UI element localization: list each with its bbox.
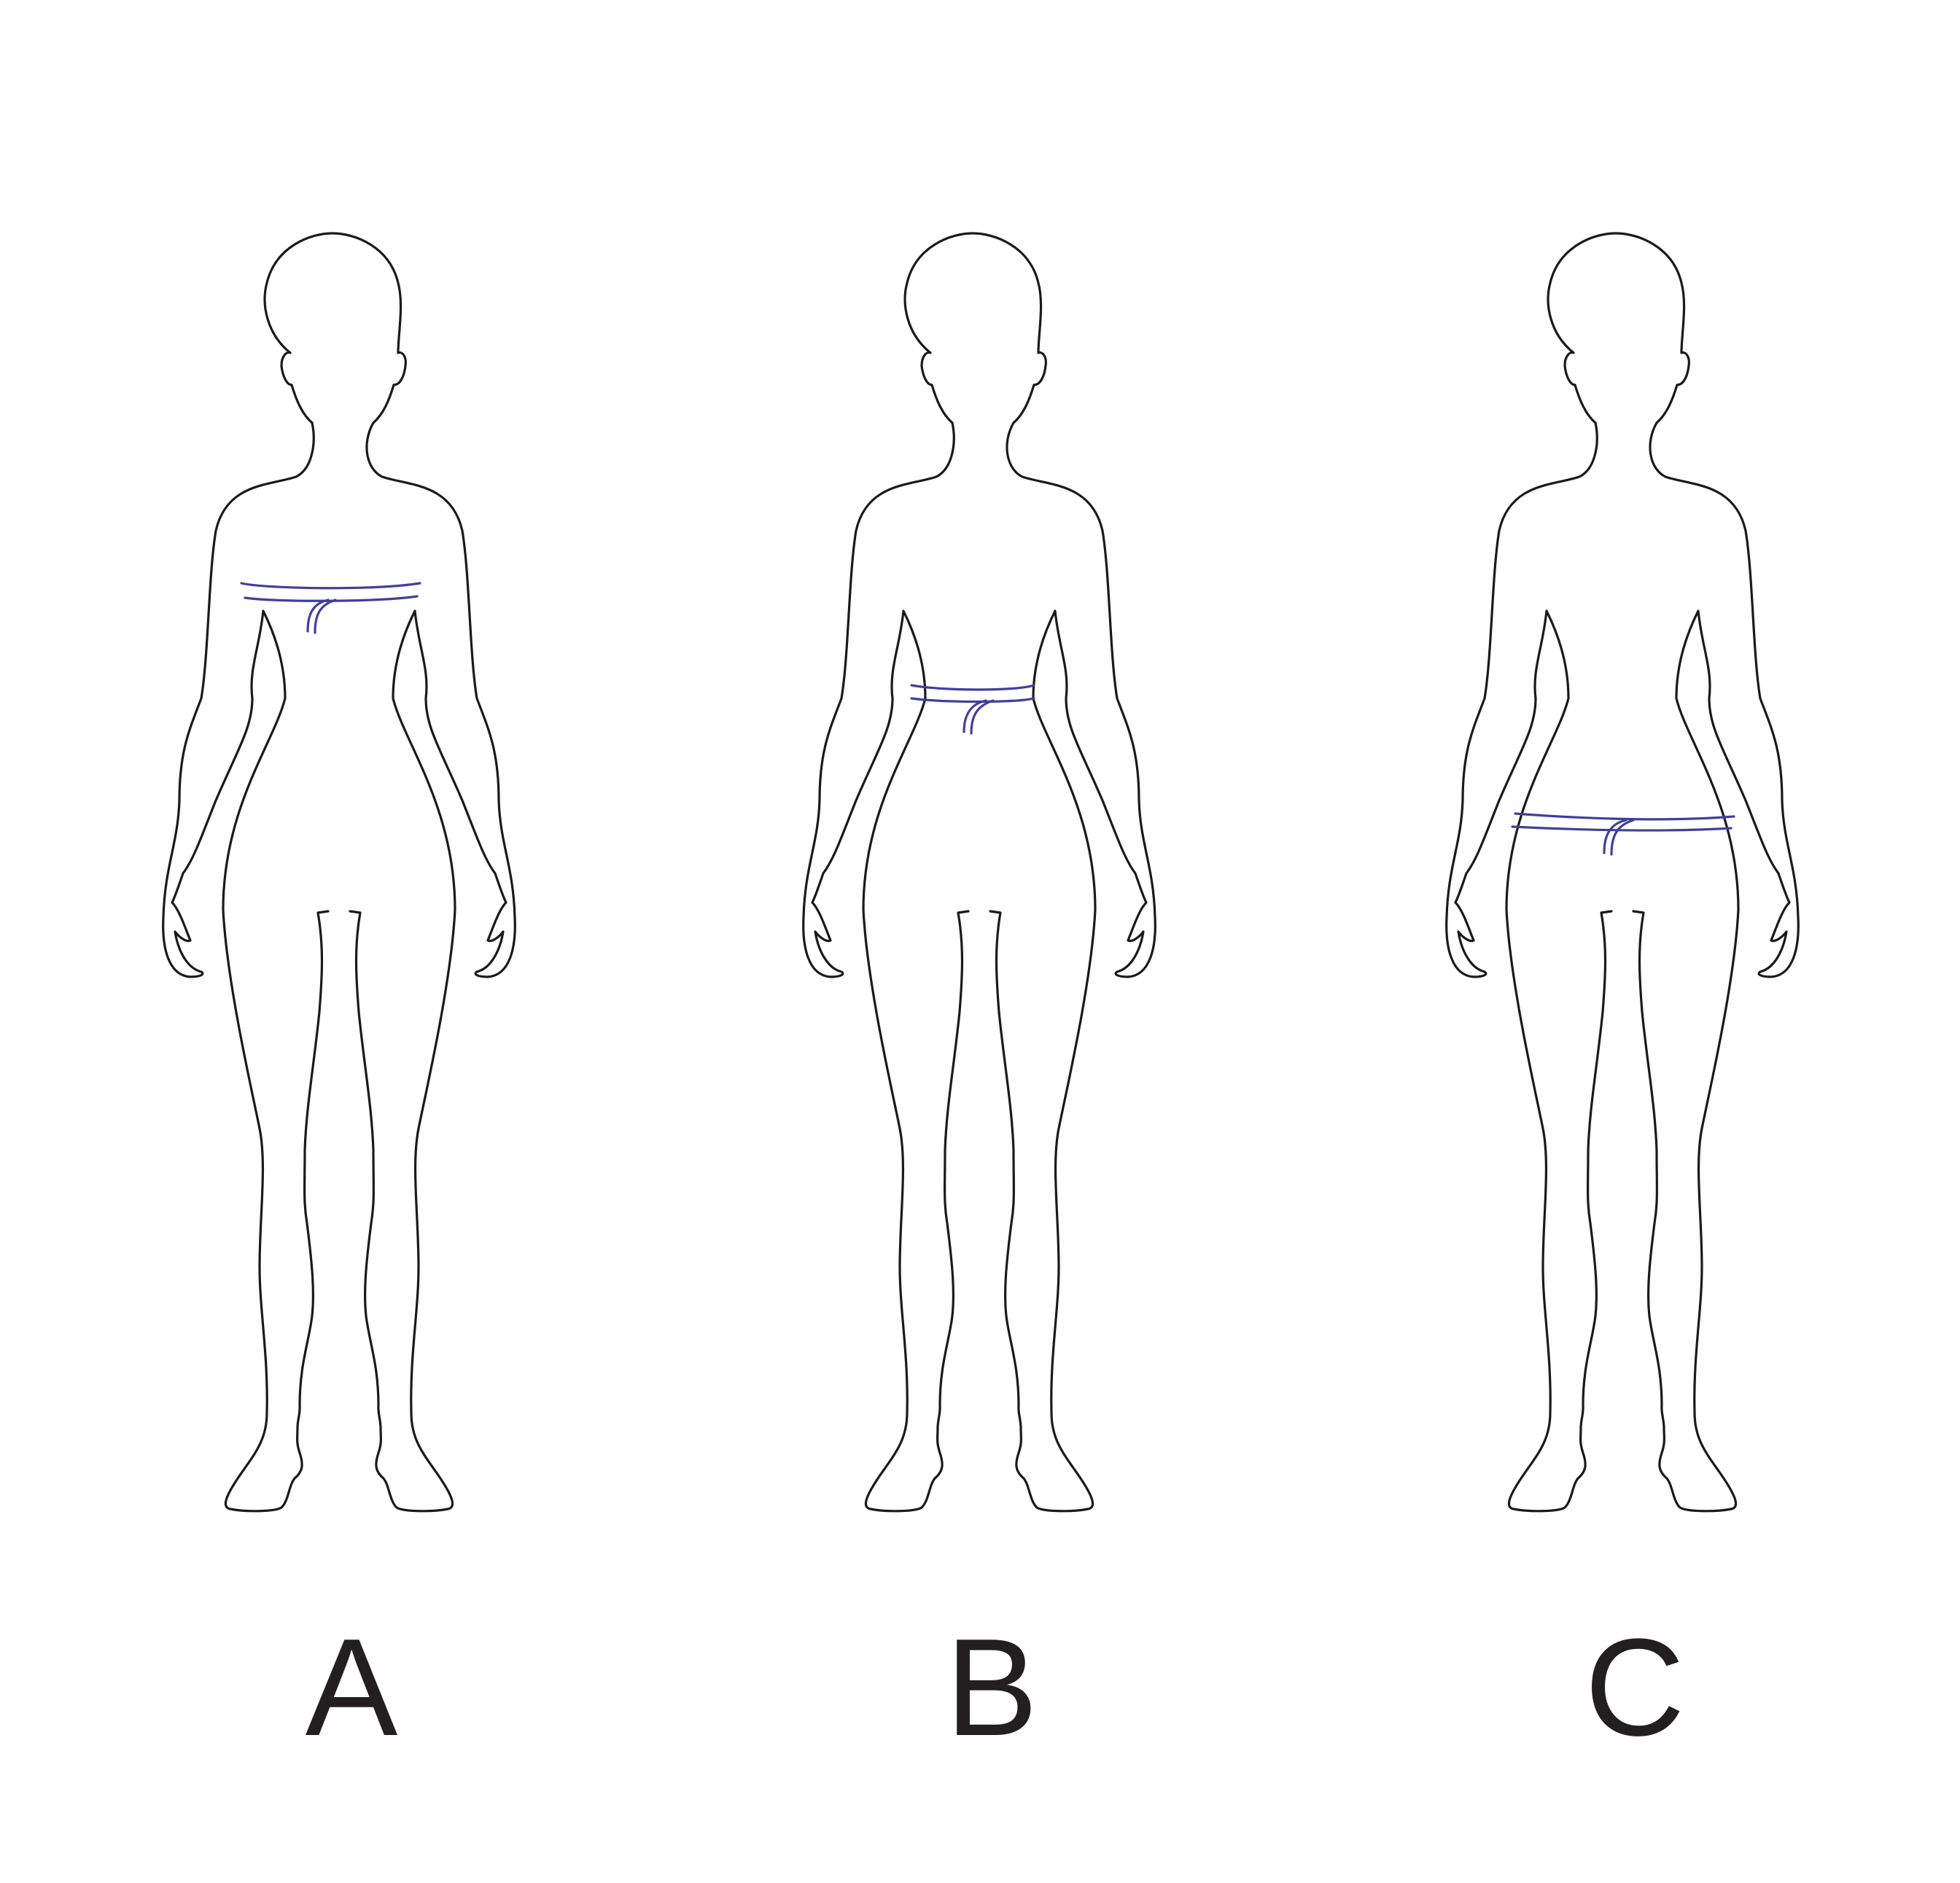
measuring-tape-bust (240, 582, 421, 634)
figure-label-c: C (1584, 1610, 1684, 1765)
figure-b: B (802, 232, 1156, 1765)
figure-label-b: B (946, 1610, 1038, 1765)
body-outline-c (1445, 232, 1800, 1513)
measuring-tape-waist (910, 684, 1035, 735)
figure-label-a: A (306, 1610, 398, 1765)
measuring-tape-hips (1511, 812, 1735, 856)
figure-c: C (1445, 232, 1800, 1765)
figure-a: A (162, 232, 516, 1765)
body-outline-b (802, 232, 1156, 1513)
body-outline-a (162, 232, 516, 1513)
